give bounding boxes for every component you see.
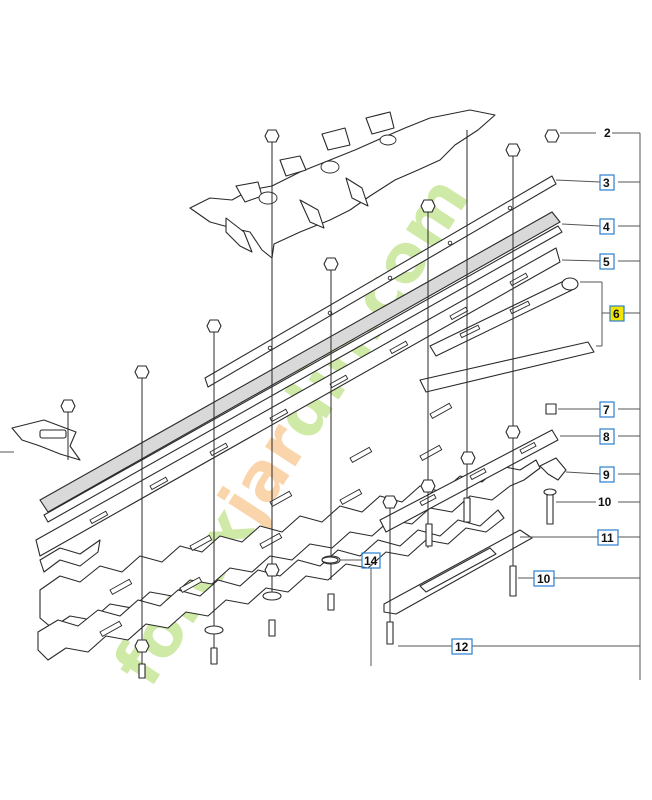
callout-4: 4 — [599, 218, 615, 235]
plate-11 — [383, 529, 533, 615]
callout-10-lower: 10 — [533, 570, 555, 587]
leader-lines — [0, 132, 641, 680]
svg-text:4: 4 — [603, 220, 610, 234]
callout-5: 5 — [599, 253, 615, 270]
blade-guard — [11, 419, 81, 461]
svg-text:8: 8 — [603, 430, 610, 444]
plate-3 — [204, 175, 557, 388]
svg-text:11: 11 — [601, 531, 614, 545]
callout-12: 12 — [451, 638, 473, 655]
plate-6 — [419, 277, 595, 393]
callout-9: 9 — [599, 466, 615, 483]
svg-text:3: 3 — [603, 176, 610, 190]
callout-7: 7 — [599, 401, 615, 418]
callout-2: 2 — [604, 126, 611, 140]
callout-6: 6 — [609, 305, 625, 322]
svg-text:10: 10 — [537, 572, 551, 586]
callout-8: 8 — [599, 428, 615, 445]
callouts: 2 3 4 5 6 7 8 9 10 — [361, 126, 625, 655]
callout-10-upper: 10 — [598, 495, 612, 509]
callout-14: 14 — [361, 552, 381, 569]
svg-text:9: 9 — [603, 468, 610, 482]
callout-3: 3 — [599, 174, 615, 191]
callout-11: 11 — [597, 529, 619, 546]
svg-text:6: 6 — [613, 307, 620, 321]
svg-text:12: 12 — [455, 640, 469, 654]
svg-text:5: 5 — [603, 255, 610, 269]
svg-text:2: 2 — [604, 126, 611, 140]
svg-text:14: 14 — [364, 554, 378, 568]
hardware — [60, 129, 567, 679]
plate-5 — [35, 247, 561, 557]
svg-text:7: 7 — [603, 403, 610, 417]
svg-text:10: 10 — [598, 495, 612, 509]
plate-4 — [39, 211, 563, 523]
upper-blade — [189, 109, 496, 259]
